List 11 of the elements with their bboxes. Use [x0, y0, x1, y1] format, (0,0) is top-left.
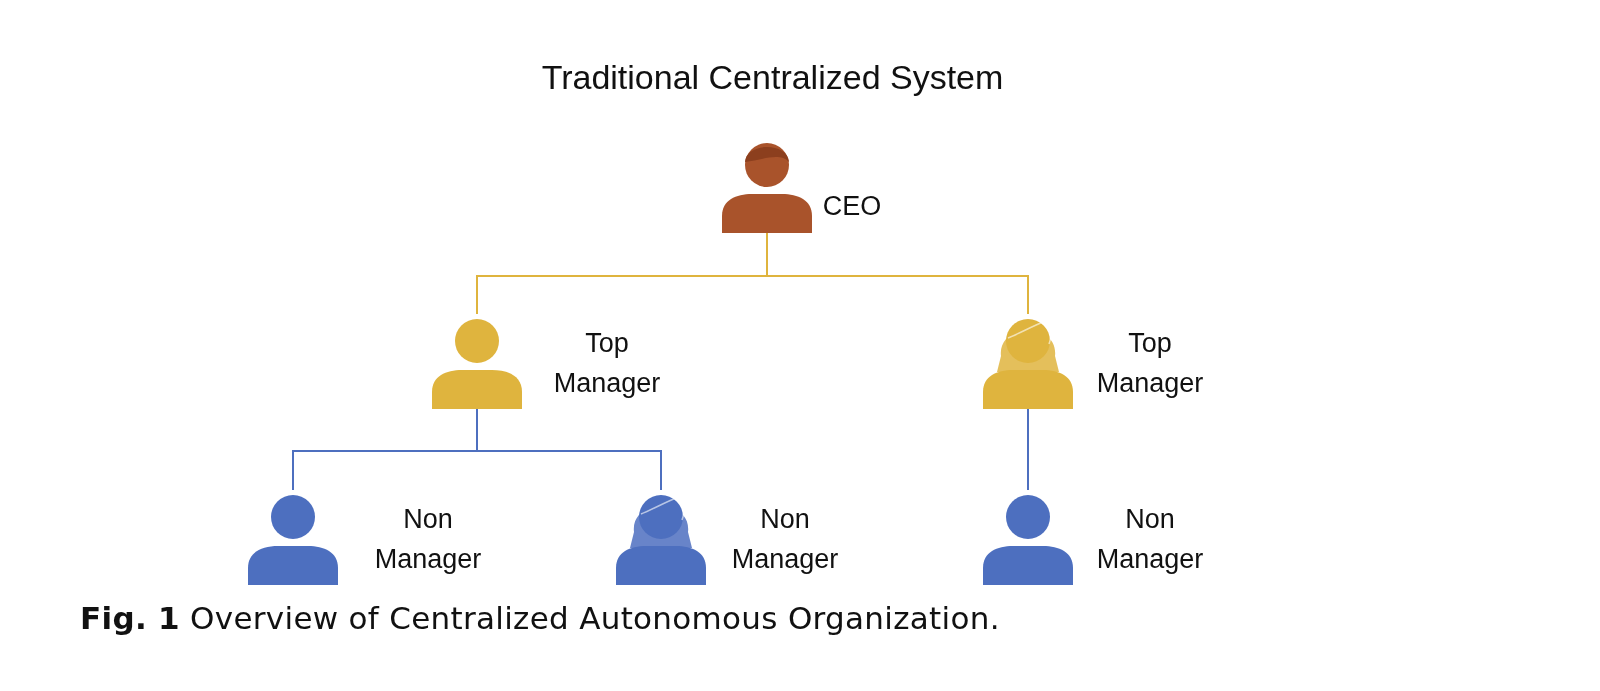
role-label: Top Manager	[1095, 327, 1205, 400]
role-label: Top Manager	[552, 327, 662, 400]
role-label: CEO	[822, 190, 882, 223]
connector-line	[766, 232, 1029, 315]
title: Traditional Centralized System	[540, 58, 1005, 97]
connector-line	[1027, 408, 1029, 491]
role-label: Non Manager	[1095, 503, 1205, 576]
role-label: Non Manager	[373, 503, 483, 576]
role-label: Non Manager	[730, 503, 840, 576]
connector-line	[476, 408, 662, 491]
figure-caption: Fig. 1 Overview of Centralized Autonomous Organization.	[80, 600, 1000, 636]
